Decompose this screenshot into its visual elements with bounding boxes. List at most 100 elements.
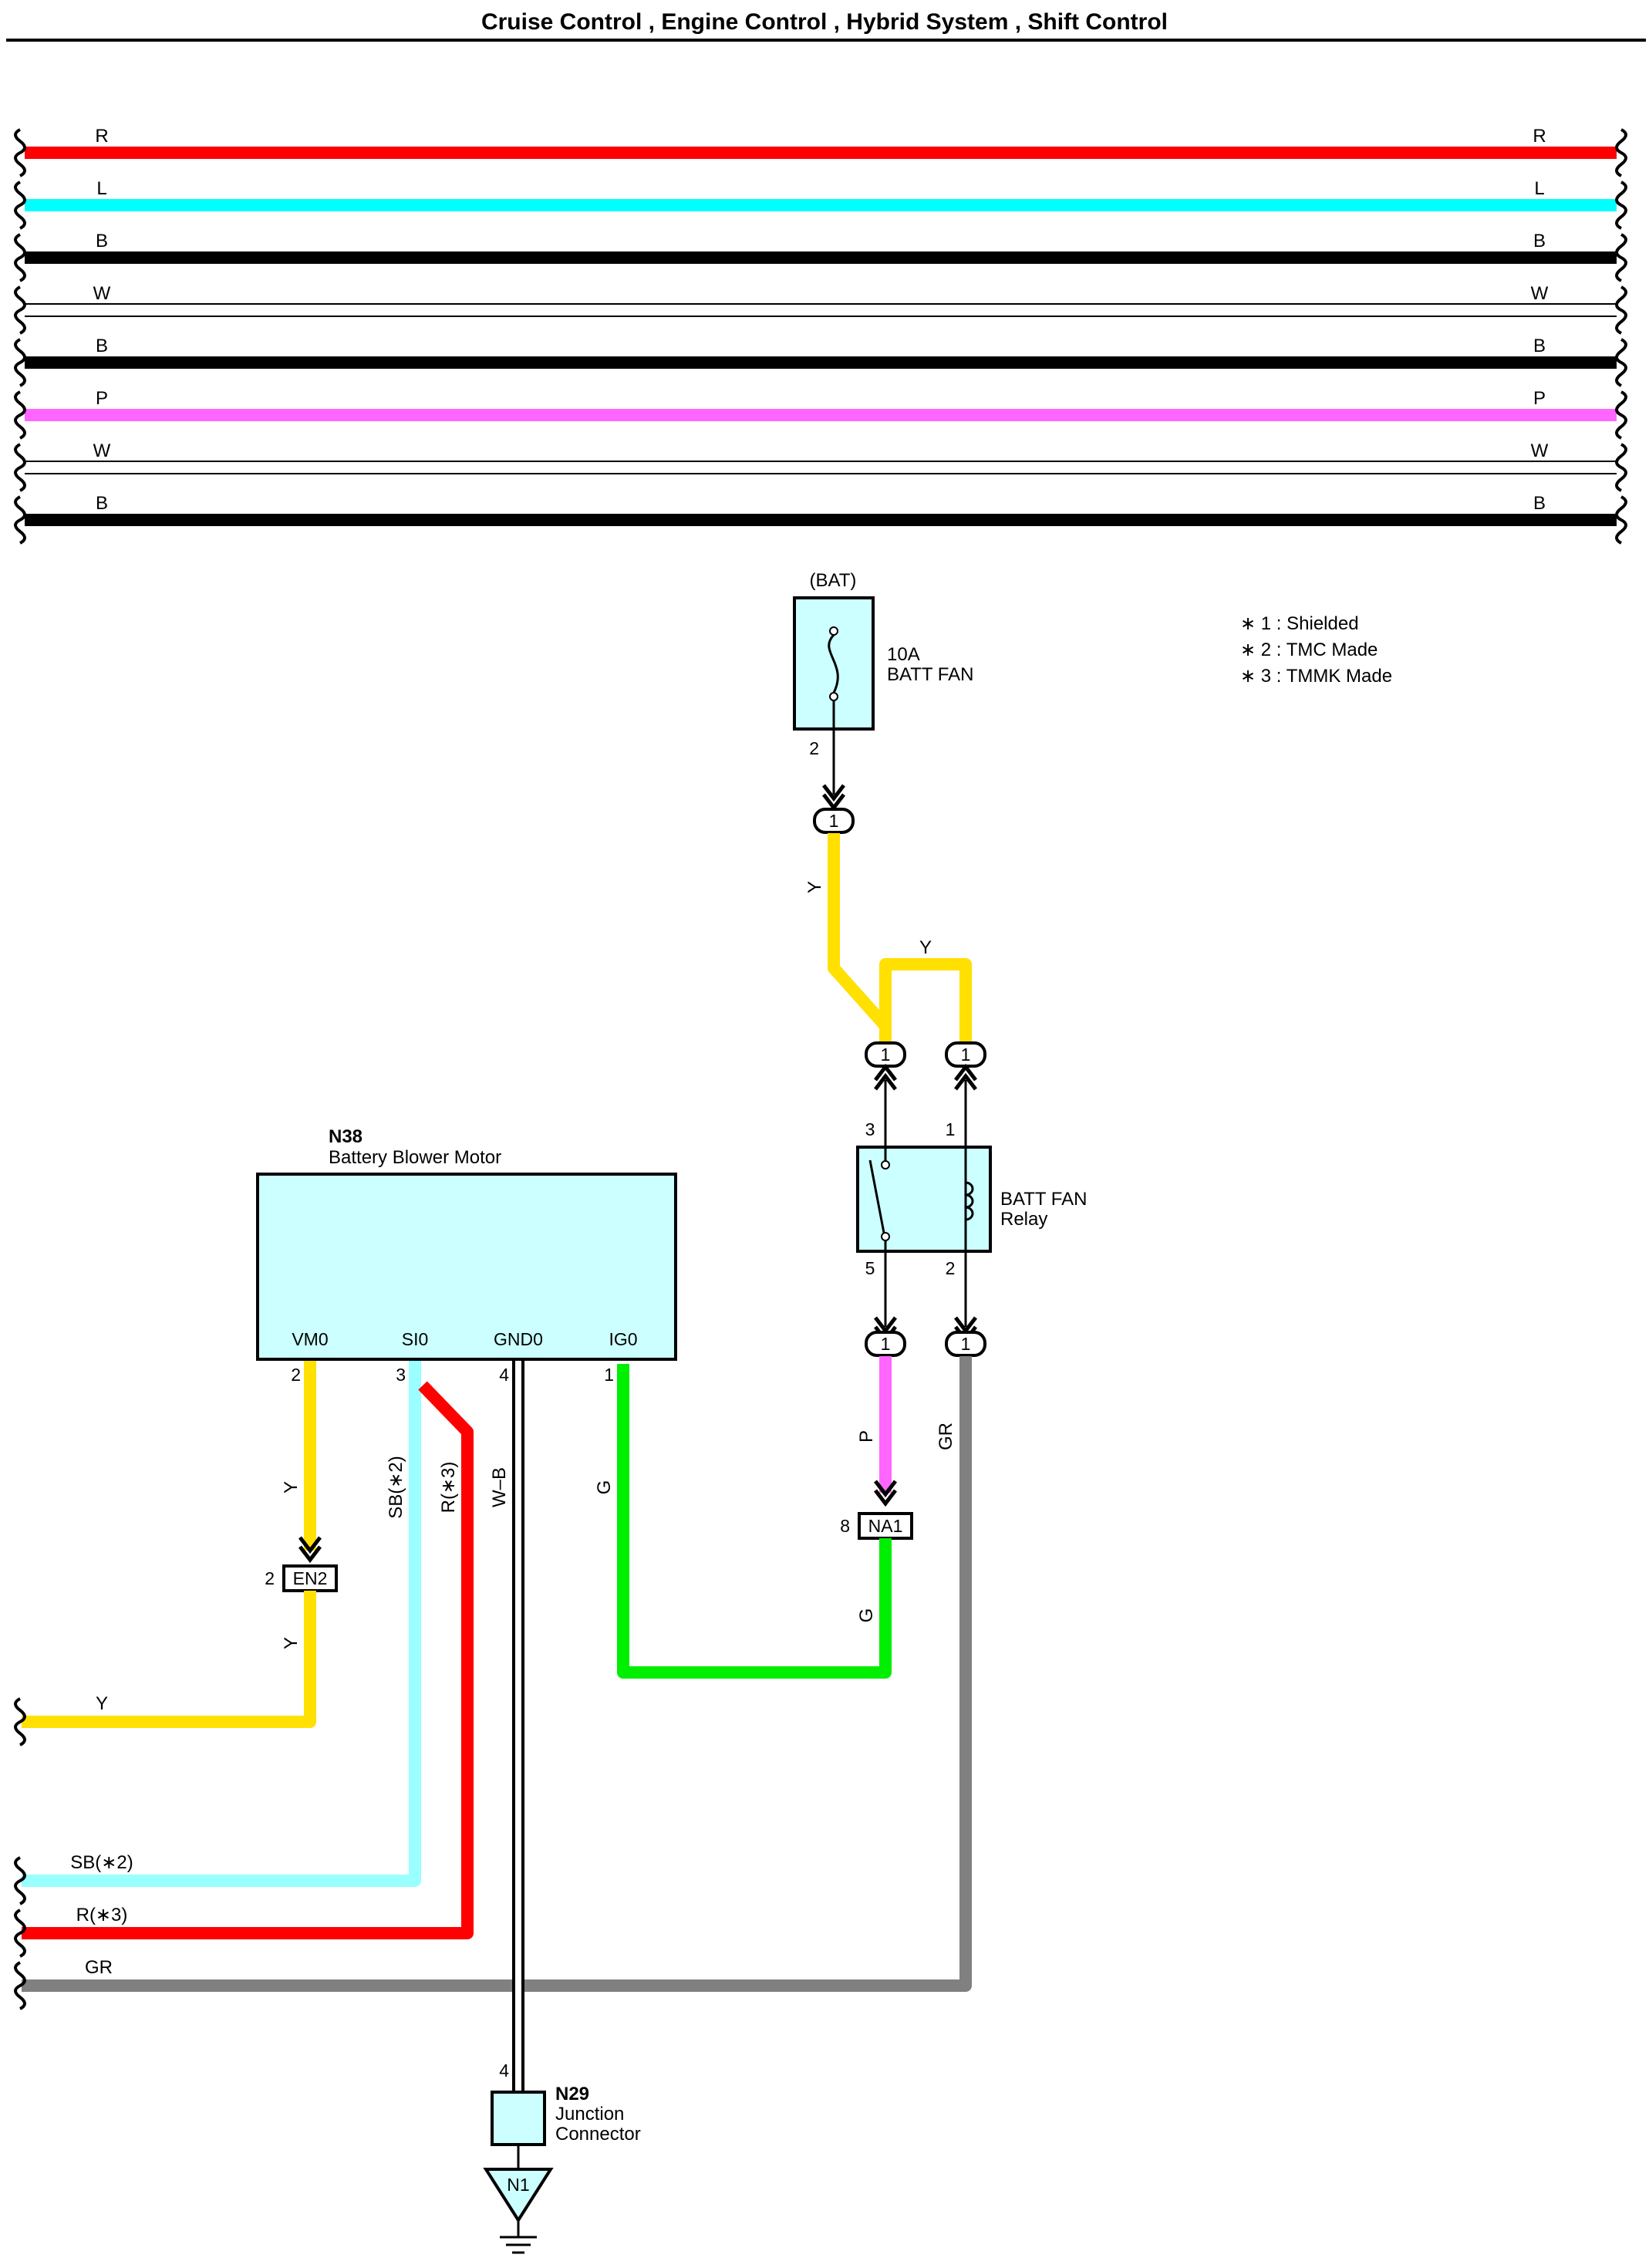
bus-wire-label-left: W — [93, 440, 111, 461]
relay-name-line1: BATT FAN — [1000, 1189, 1087, 1210]
wire-label-r-left: R(∗3) — [76, 1905, 128, 1925]
bus-wire-label-left: L — [96, 178, 106, 199]
batt-fan-relay: 3 1 5 2 BATT FAN Relay — [856, 1080, 1087, 1327]
terminal-si0: SI0 — [402, 1329, 429, 1349]
bus-wire-label-right: R — [1533, 126, 1546, 147]
wire-label-y-left: Y — [96, 1693, 108, 1714]
connector-en2: EN2 2 — [265, 1564, 338, 1592]
wire-r-si0: R(∗3) R(∗3) — [22, 1381, 474, 1939]
wire-wb-gnd0: W–B — [489, 1361, 524, 2092]
fuse-connector-pin: 1 — [829, 811, 839, 831]
relay-coil-icon — [964, 1147, 974, 1251]
connector-en2-pin: 2 — [265, 1568, 275, 1588]
wire-break-icon — [1615, 390, 1627, 440]
note-tmc: ∗ 2 : TMC Made — [1240, 640, 1378, 660]
bus-wire-label-left: B — [96, 493, 108, 514]
relay-pin-2: 2 — [946, 1258, 956, 1278]
relay-pin-5: 5 — [865, 1258, 875, 1278]
relay-box — [856, 1146, 992, 1253]
terminal-ig0: IG0 — [609, 1329, 637, 1349]
wire-label-y-en2: Y — [281, 1637, 302, 1649]
wire-break-icon — [1615, 181, 1627, 230]
bus-wire-label-right: B — [1533, 336, 1546, 356]
relay-top-left-connector-pin: 1 — [881, 1045, 891, 1065]
bus-wire-label-right: P — [1533, 388, 1546, 409]
wire-gr-relay-left: GR GR — [22, 1356, 972, 1992]
wire-break-icon — [1615, 495, 1627, 545]
fuse-icon — [828, 626, 839, 701]
wire-break-icon — [14, 285, 26, 335]
wire-break-icon — [14, 181, 26, 230]
bus-wire-label-left: R — [95, 126, 108, 147]
ground-label: N1 — [507, 2175, 529, 2195]
na1-arrow-icon — [874, 1480, 897, 1507]
relay-arrow-tr-icon — [954, 1063, 977, 1091]
bus-wire-label-right: W — [1531, 283, 1549, 304]
wire-break-icon — [1615, 285, 1627, 335]
wire-label-y-vertical: Y — [804, 881, 825, 893]
junction-name-line1: Junction — [555, 2104, 624, 2125]
junction-pin: 4 — [499, 2060, 509, 2081]
wire-label-g-ig0: G — [594, 1480, 615, 1495]
junction-code: N29 — [555, 2084, 589, 2104]
relay-top-right-connector-pin: 1 — [961, 1045, 971, 1065]
en2-arrow-icon — [298, 1536, 322, 1564]
wire-break-icon — [14, 1697, 26, 1747]
note-shielded: ∗ 1 : Shielded — [1240, 613, 1359, 634]
terminal-gnd0: GND0 — [494, 1329, 543, 1349]
connector-na1-pin: 8 — [840, 1516, 850, 1536]
wire-break-icon — [1615, 338, 1627, 387]
wire-label-g-na1: G — [856, 1608, 877, 1623]
fuse-connector: 1 — [813, 808, 855, 834]
motor-name: Battery Blower Motor — [329, 1147, 501, 1168]
wire-break-icon — [1615, 128, 1627, 177]
fuse-source-label: (BAT) — [810, 570, 857, 591]
relay-arrow-tl-icon — [874, 1063, 897, 1091]
bus-wire-label-right: W — [1531, 440, 1549, 461]
relay-pin-3: 3 — [865, 1119, 875, 1139]
wire-break-icon — [1615, 233, 1627, 282]
relay-top-right-connector: 1 — [945, 1041, 986, 1068]
relay-top-left-connector: 1 — [865, 1041, 906, 1068]
motor-box — [256, 1173, 677, 1361]
wire-sb-si0: SB(∗2) SB(∗2) — [22, 1361, 421, 1887]
wire-label-sb-vertical: SB(∗2) — [386, 1456, 406, 1518]
wire-break-icon — [14, 338, 26, 387]
pin-si0: 3 — [396, 1365, 406, 1385]
wire-break-icon — [14, 443, 26, 492]
bus-wire-label-right: L — [1534, 178, 1544, 199]
bus-wire-label-left: W — [93, 283, 111, 304]
bus-wire-label-left: B — [96, 231, 108, 251]
bus-wire-label-right: B — [1533, 231, 1546, 251]
wire-break-icon — [14, 1961, 26, 2010]
wire-label-wb: W–B — [489, 1467, 510, 1507]
pin-vm0: 2 — [291, 1365, 301, 1385]
junction-connector-n29: 4 N29 Junction Connector — [491, 2060, 641, 2169]
wire-label-p: P — [856, 1430, 877, 1443]
notes: ∗ 1 : Shielded ∗ 2 : TMC Made ∗ 3 : TMMK… — [1240, 613, 1392, 687]
wire-break-icon — [14, 233, 26, 282]
junction-name-line2: Connector — [555, 2124, 641, 2145]
wire-label-gr-left: GR — [85, 1957, 113, 1978]
note-tmmk: ∗ 3 : TMMK Made — [1240, 666, 1392, 687]
connector-na1: NA1 8 — [840, 1512, 913, 1540]
relay-bottom-left-connector: 1 — [865, 1331, 906, 1357]
bus-wire-label-right: B — [1533, 493, 1546, 514]
wire-label-sb-left: SB(∗2) — [70, 1852, 133, 1873]
fuse-name: BATT FAN — [887, 664, 973, 685]
batt-fan-fuse: (BAT) 10A BATT FAN 2 — [793, 570, 973, 795]
motor-code: N38 — [329, 1126, 363, 1147]
page-title: Cruise Control , Engine Control , Hybrid… — [481, 9, 1168, 35]
wire-label-gr-vertical: GR — [936, 1423, 956, 1450]
wire-break-icon — [14, 128, 26, 177]
wire-y-fuse-relay: Y Y — [804, 833, 972, 1049]
pin-ig0: 1 — [604, 1365, 614, 1385]
bus-wire-label-left: P — [96, 388, 108, 409]
